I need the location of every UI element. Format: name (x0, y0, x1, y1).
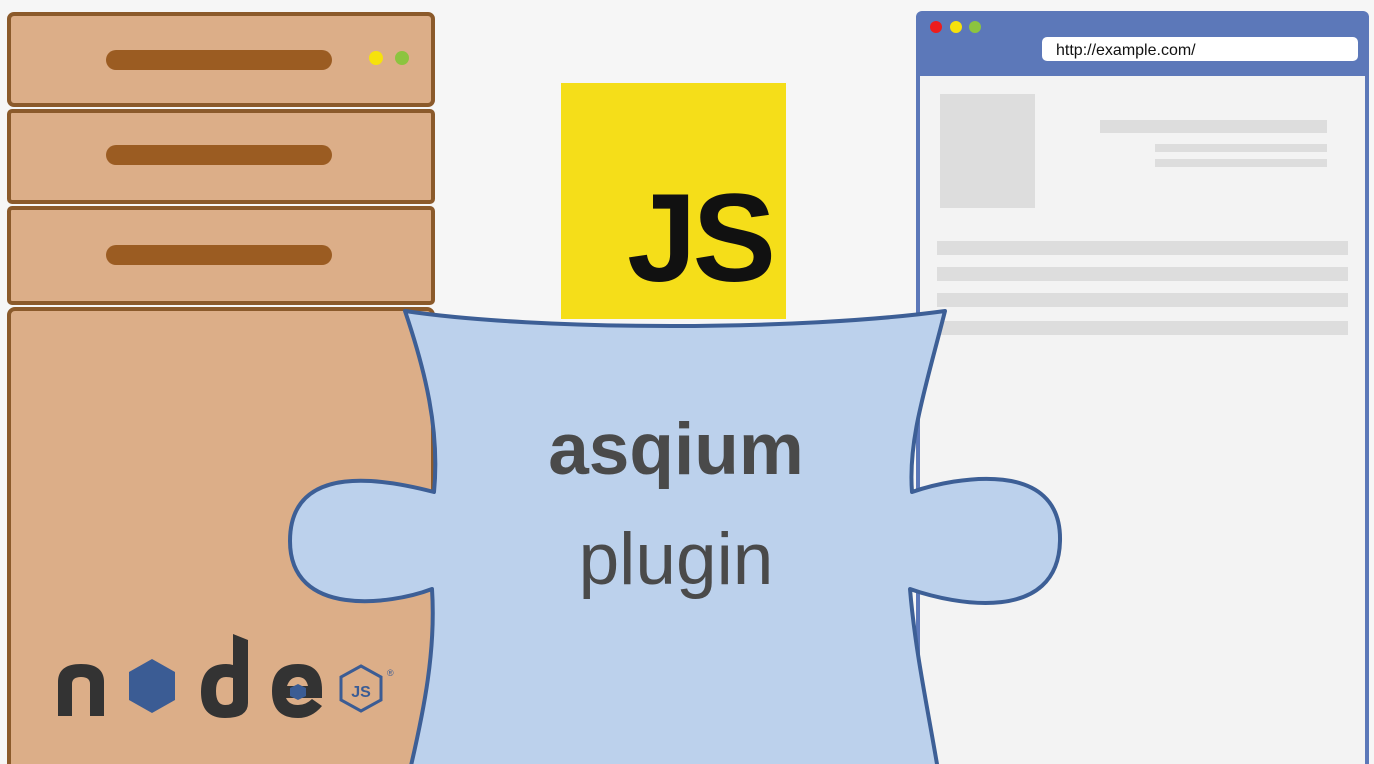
close-dot-icon[interactable] (930, 21, 942, 33)
placeholder-text-line (937, 241, 1348, 255)
server-rack-icon (7, 12, 435, 764)
node-js-badge-text: JS (351, 684, 371, 701)
browser-window-icon: http://example.com/ (916, 11, 1369, 764)
node-e-accent (290, 684, 306, 700)
puzzle-piece-shape (288, 309, 1063, 764)
node-registered-mark: ® (387, 668, 394, 678)
node-letter-d (201, 634, 248, 718)
js-logo-text: JS (627, 169, 772, 308)
js-logo-square (561, 83, 786, 319)
server-drive-slot (106, 50, 332, 70)
node-js-hexagon-badge (339, 664, 383, 713)
status-led-yellow (369, 51, 383, 65)
placeholder-title-line (1100, 120, 1327, 133)
placeholder-text-line (937, 321, 1348, 335)
server-drive-slot (106, 145, 332, 165)
placeholder-subtitle-line (1155, 159, 1327, 167)
puzzle-piece-icon: asqium plugin (288, 309, 1063, 764)
placeholder-text-line (937, 293, 1348, 307)
node-letter-o-hexagon (129, 659, 175, 713)
javascript-logo-icon: JS (561, 83, 786, 319)
minimize-dot-icon[interactable] (950, 21, 962, 33)
placeholder-subtitle-line (1155, 144, 1327, 152)
node-letter-n (58, 664, 104, 716)
plugin-subtitle: plugin (579, 519, 774, 600)
placeholder-image (940, 94, 1035, 208)
placeholder-text-line (937, 267, 1348, 281)
nodejs-logo-icon: JS ® (58, 634, 394, 718)
server-drive-slot (106, 245, 332, 265)
maximize-dot-icon[interactable] (969, 21, 981, 33)
address-bar-url: http://example.com/ (1056, 42, 1196, 59)
status-led-green (395, 51, 409, 65)
address-bar[interactable] (1042, 37, 1358, 61)
plugin-name: asqium (548, 409, 804, 490)
